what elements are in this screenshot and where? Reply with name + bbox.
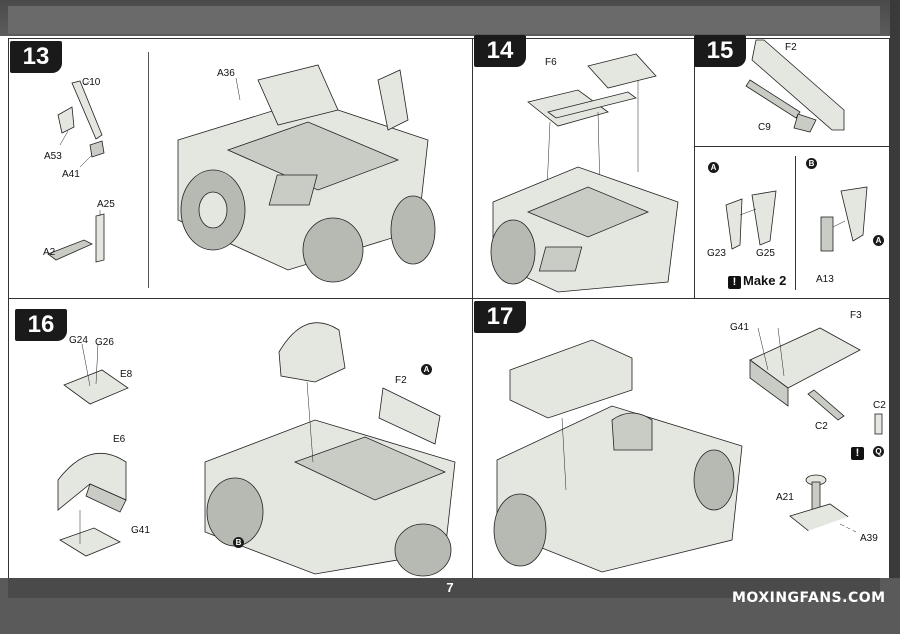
- label-f6: F6: [545, 57, 557, 68]
- step13-divider: [148, 52, 149, 288]
- label-c9: C9: [758, 122, 771, 133]
- step-13-number: 13: [10, 41, 62, 73]
- step-15-number: 15: [694, 35, 746, 67]
- label-e8: E8: [120, 369, 133, 380]
- step14-drawing: [490, 53, 679, 293]
- label-c2-left: C2: [815, 421, 828, 432]
- step15-subassembly-b: [820, 186, 868, 252]
- step16-vehicle: [204, 322, 456, 577]
- label-a25: A25: [97, 199, 115, 210]
- label-f2-step15: F2: [785, 42, 797, 53]
- step16-part-e6: [57, 452, 127, 557]
- step17-vehicle: [493, 339, 743, 573]
- frame-step15-sub: [694, 146, 890, 147]
- label-a39: A39: [860, 533, 878, 544]
- label-a2: A2: [43, 247, 56, 258]
- warning-icon: !: [728, 276, 741, 289]
- label-f2-step16: F2: [395, 375, 407, 386]
- paper-plane-icon: [758, 508, 871, 581]
- frame-divider-center: [472, 38, 473, 578]
- label-g24: G24: [69, 335, 88, 346]
- caution-q-note: !: [851, 444, 866, 460]
- label-c10: C10: [82, 77, 101, 88]
- step13-part-c10: [57, 80, 105, 168]
- label-a13: A13: [816, 274, 834, 285]
- step16-part-e8: [63, 343, 129, 405]
- step-14-number: 14: [474, 35, 526, 67]
- step13-part-a25-a2: [47, 210, 105, 263]
- label-a36: A36: [217, 68, 235, 79]
- marker-a: A: [708, 162, 719, 173]
- frame-middle: [8, 298, 890, 299]
- step17-part-a21-a39: [789, 474, 857, 533]
- label-a53: A53: [44, 151, 62, 162]
- label-a21: A21: [776, 492, 794, 503]
- marker-b-step16: B: [233, 537, 244, 548]
- label-g41-step17: G41: [730, 322, 749, 333]
- page-edge: [890, 0, 900, 634]
- step15-part-f2: [745, 39, 845, 133]
- label-e6: E6: [113, 434, 126, 445]
- label-c2-right: C2: [873, 400, 886, 411]
- label-g26: G26: [95, 337, 114, 348]
- frame-left: [8, 38, 9, 578]
- step15-subassembly-a: [725, 190, 777, 250]
- page-number: 7: [446, 580, 454, 595]
- frame-top: [8, 38, 890, 39]
- step13-vehicle: [177, 64, 436, 283]
- label-f3: F3: [850, 310, 862, 321]
- bottom-band-inner: [8, 578, 880, 598]
- marker-b: B: [806, 158, 817, 169]
- marker-a-step16: A: [421, 364, 432, 375]
- frame-right: [889, 38, 890, 578]
- step-17-number: 17: [474, 301, 526, 333]
- make-2-note: !Make 2: [728, 273, 786, 289]
- frame-divider-right: [694, 38, 695, 298]
- marker-q: Q: [873, 446, 884, 457]
- step-16-number: 16: [15, 309, 67, 341]
- marker-a-ref: A: [873, 235, 884, 246]
- label-g25: G25: [756, 248, 775, 259]
- label-g23: G23: [707, 248, 726, 259]
- make-2-text: Make 2: [743, 273, 787, 288]
- watermark: MOXINGFANS.COM: [732, 590, 886, 606]
- step17-part-c2: [874, 413, 883, 435]
- label-a41: A41: [62, 169, 80, 180]
- step17-part-f3: [749, 327, 861, 421]
- label-g41-step16: G41: [131, 525, 150, 536]
- top-band-inner: [8, 6, 880, 34]
- warning-icon: !: [851, 447, 864, 460]
- frame-step15-subdivider: [795, 156, 796, 290]
